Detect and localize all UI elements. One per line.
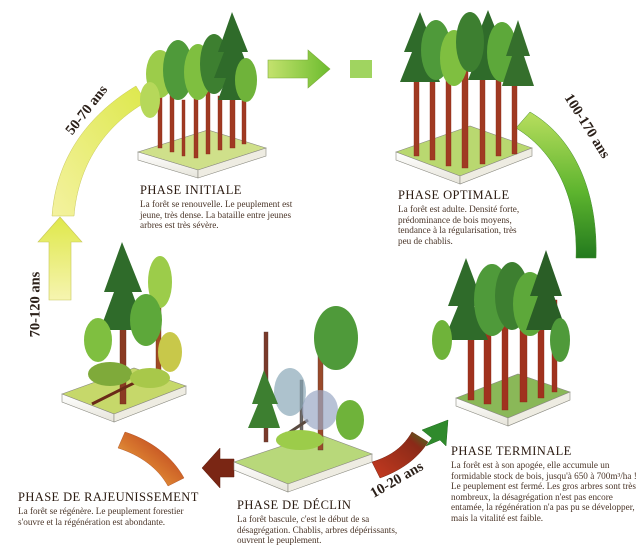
duration-rajeunissement-initiale: 70-120 ans [27,271,44,338]
forest-block-optimale [395,10,534,185]
arrow-rajeunissement-initiale [37,216,83,301]
forest-block-terminale [432,250,571,427]
arrow-terminale-head [421,419,449,447]
phase-optimale-title: PHASE OPTIMALE [398,188,510,202]
forest-block-initiale [136,12,267,179]
phase-declin-title: PHASE DE DÉCLIN [237,498,352,512]
forest-block-declin [233,306,373,493]
phase-initiale-title: PHASE INITIALE [140,183,242,197]
arrow-optimale-terminale [515,111,597,259]
arrow-initiale-optimale [267,49,372,89]
phase-rajeunissement-title: PHASE DE RAJEUNISSEMENT [18,490,199,504]
forest-block-rajeunissement [61,242,187,423]
arrow-rajeunissement-curve [117,431,185,487]
phase-rajeunissement-description: La forêt se régénère. Le peuplement fore… [18,506,184,527]
phase-terminale-description: La forêt est à son apogée, elle accumule… [451,460,637,523]
arrow-declin-rajeunissement [201,447,235,489]
phase-declin-description: La forêt bascule, c'est le début de sa d… [237,514,398,546]
phase-terminale-title: PHASE TERMINALE [451,444,572,458]
phase-initiale-description: La forêt se renouvelle. Le peuplement es… [140,199,293,231]
phase-optimale-description: La forêt est adulte. Densité forte, préd… [398,204,520,246]
